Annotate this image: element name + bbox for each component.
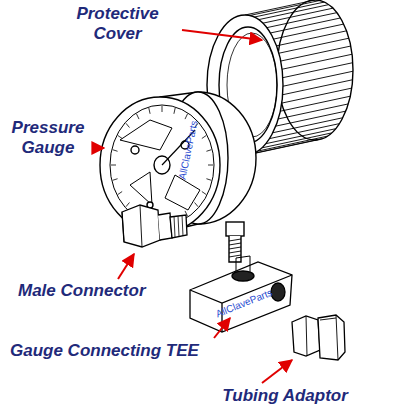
part-label: Tubing Adaptor (180, 386, 390, 406)
part-label: Gauge Connecting TEE (10, 341, 250, 361)
part-label: Protective Cover (55, 4, 180, 44)
gauge-connecting-tee (190, 256, 292, 332)
male-connector (122, 205, 187, 247)
leader-arrows (95, 30, 292, 383)
tubing-adaptor (292, 315, 345, 360)
part-label: Male Connector (18, 281, 218, 301)
part-label: Pressure Gauge (4, 118, 92, 158)
pressure-gauge (100, 92, 256, 262)
